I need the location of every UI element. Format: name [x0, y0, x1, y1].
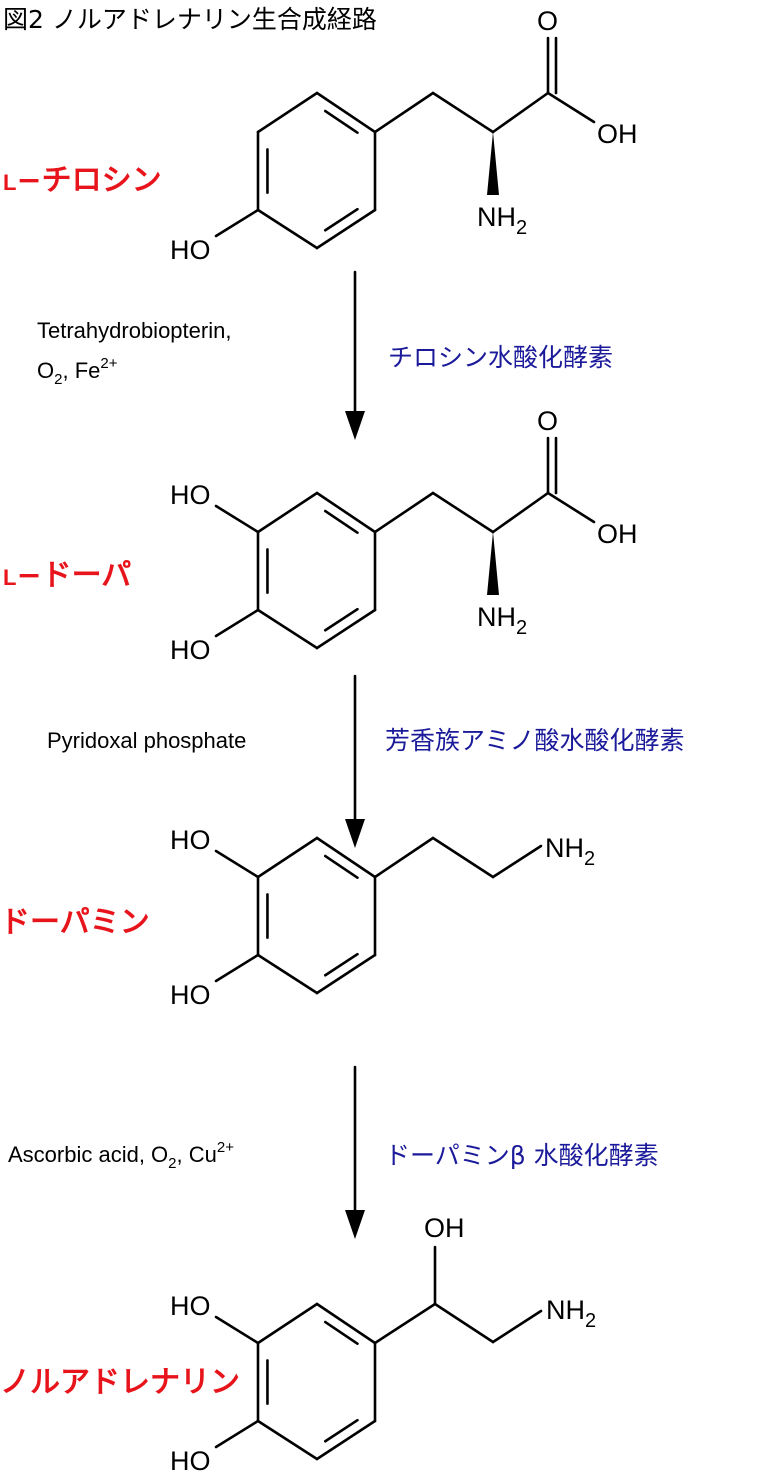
- cofactor-text: Pyridoxal phosphate: [47, 728, 246, 753]
- bond: [491, 91, 550, 134]
- atom-label-ho-lower: HO: [170, 635, 211, 665]
- ho-bond: [214, 1419, 260, 1449]
- compound-name-noradrenaline: ノルアドレナリン: [0, 1365, 240, 1400]
- atom-label-oh: OH: [424, 1213, 465, 1243]
- wedge-bond: [487, 132, 499, 195]
- molecule-dopamine: NH2 HO HO: [170, 825, 595, 1010]
- double-bond-inner: [323, 952, 359, 977]
- enzyme-label: チロシン水酸化酵素: [388, 343, 613, 372]
- bond: [431, 91, 495, 134]
- wedge-bond: [487, 532, 499, 595]
- bond: [491, 491, 550, 534]
- atom-label-ho-upper: HO: [170, 1291, 211, 1321]
- double-bond-inner: [323, 109, 359, 134]
- bond: [373, 491, 435, 534]
- bond: [546, 491, 596, 524]
- bond: [491, 844, 543, 879]
- ho-bond: [214, 849, 260, 879]
- atom-label-ho-lower: HO: [170, 1446, 211, 1476]
- compound-name-tyrosine: L−チロシン: [3, 163, 162, 198]
- atom-label-ho-lower: HO: [170, 980, 211, 1010]
- double-bond-inner: [323, 607, 359, 632]
- atom-label-nh2: NH2: [477, 602, 527, 639]
- double-bond-inner: [323, 1418, 359, 1443]
- bonds-layer: [214, 36, 596, 1461]
- double-bond-inner: [323, 207, 359, 232]
- ho-bond: [214, 953, 260, 983]
- ring-bond: [315, 608, 377, 650]
- ring-bond: [256, 608, 319, 650]
- double-bond-inner: [323, 854, 359, 879]
- molecule-tyrosine: O OH NH2 HO: [170, 6, 638, 265]
- atom-label-nh2: NH2: [545, 833, 595, 870]
- bond: [373, 91, 435, 134]
- ring-bond: [315, 491, 377, 534]
- cofactor-text: O2, Fe2+: [37, 355, 118, 388]
- double-bond-inner: [323, 509, 359, 534]
- compound-name-l-dopa: L−ドーパ: [3, 558, 131, 593]
- ring-bond: [256, 1302, 319, 1345]
- ring-bond: [256, 208, 319, 250]
- ring-bond: [256, 91, 319, 134]
- cofactor-text: Tetrahydrobiopterin,: [37, 318, 231, 343]
- bond: [373, 836, 435, 879]
- figure-title: 図2 ノルアドレナリン生合成経路: [3, 5, 377, 34]
- bond: [431, 836, 495, 879]
- compound-name-dopamine: ドーパミン: [0, 905, 150, 940]
- atom-label-ho: HO: [170, 235, 211, 265]
- ring-bond: [256, 836, 319, 879]
- bond: [491, 1309, 543, 1344]
- ring-bond: [315, 836, 377, 879]
- ring-bond: [315, 1302, 377, 1345]
- enzyme-label: 芳香族アミノ酸水酸化酵素: [385, 726, 685, 755]
- arrow-head-icon: [345, 1210, 365, 1239]
- ho-bond: [214, 1315, 260, 1345]
- molecule-noradrenaline: OH NH2 HO HO: [170, 1213, 596, 1476]
- molecule-l-dopa: O OH NH2 HO HO: [170, 406, 638, 665]
- bond: [433, 1302, 495, 1344]
- ring-bond: [315, 953, 377, 995]
- ho-bond: [214, 608, 260, 638]
- bond: [431, 491, 495, 534]
- bond: [546, 91, 596, 124]
- arrow-head-icon: [345, 411, 365, 440]
- ring-bond: [315, 1419, 377, 1461]
- ring-bond: [315, 208, 377, 250]
- atom-label-nh2: NH2: [546, 1295, 596, 1332]
- atom-label-ho-upper: HO: [170, 480, 211, 510]
- ho-bond: [214, 504, 260, 534]
- atom-label-o: O: [537, 406, 558, 436]
- bond: [373, 1302, 437, 1345]
- ring-bond: [256, 1419, 319, 1461]
- double-bond-inner: [323, 1320, 359, 1345]
- ring-bond: [256, 953, 319, 995]
- atom-label-ho-upper: HO: [170, 825, 211, 855]
- cofactor-text: Ascorbic acid, O2, Cu2+: [8, 1139, 234, 1172]
- atom-label-nh2: NH2: [477, 202, 527, 239]
- atom-label-oh: OH: [597, 519, 638, 549]
- atom-label-oh: OH: [597, 119, 638, 149]
- ho-bond: [214, 208, 260, 238]
- enzyme-label: ドーパミンβ 水酸化酵素: [385, 1141, 659, 1170]
- atom-label-o: O: [537, 6, 558, 36]
- arrow-head-icon: [345, 819, 365, 848]
- ring-bond: [256, 491, 319, 534]
- ring-bond: [315, 91, 377, 134]
